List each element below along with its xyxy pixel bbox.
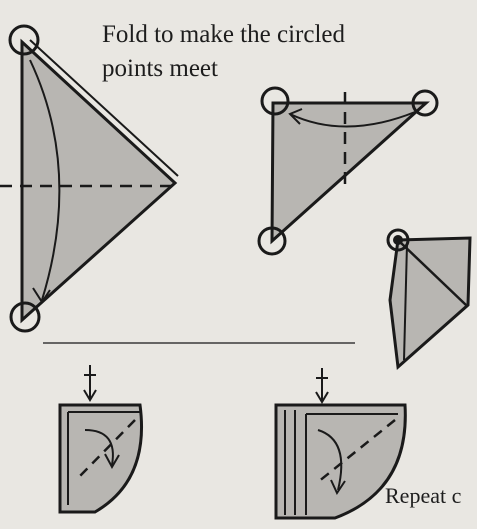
inner-edge [403, 243, 408, 361]
target-dot [393, 235, 403, 245]
target-circle-icon [411, 89, 439, 117]
fold-arrow-icon [84, 429, 114, 466]
result-shape [388, 236, 472, 371]
folded-triangle [270, 101, 430, 245]
push-arrowhead [83, 389, 97, 402]
instruction-line-2: points meet [102, 55, 218, 82]
target-circle-icon [9, 301, 41, 333]
quarter-shape [58, 403, 144, 514]
fold-arrow-icon [289, 111, 416, 128]
step-1-triangle-fold [0, 24, 179, 333]
fold-arrowhead [104, 453, 120, 470]
diagonal-crease [399, 241, 467, 306]
target-circle-icon [257, 226, 287, 256]
triangle-edge-double [29, 39, 179, 177]
fold-arrow-icon [317, 429, 343, 491]
step-3-result [386, 228, 472, 371]
fold-arrow-icon [29, 59, 61, 301]
fold-arrowhead [330, 479, 346, 496]
fold-arrowhead [288, 108, 303, 125]
diagonal-fold-line [77, 419, 136, 479]
instruction-line-1: Fold to make the circled [102, 21, 345, 48]
target-circle-icon [260, 86, 290, 116]
large-triangle [20, 38, 178, 324]
fold-arrowhead [32, 287, 51, 304]
target-circle-icon [386, 228, 410, 252]
step-4-quarter-fold [58, 365, 144, 514]
step-5-layered-fold [274, 368, 407, 520]
step-2-triangle-fold [257, 86, 439, 256]
target-circle-icon [8, 24, 40, 56]
repeat-instruction: Repeat c [385, 483, 462, 508]
push-arrowhead [315, 391, 329, 404]
